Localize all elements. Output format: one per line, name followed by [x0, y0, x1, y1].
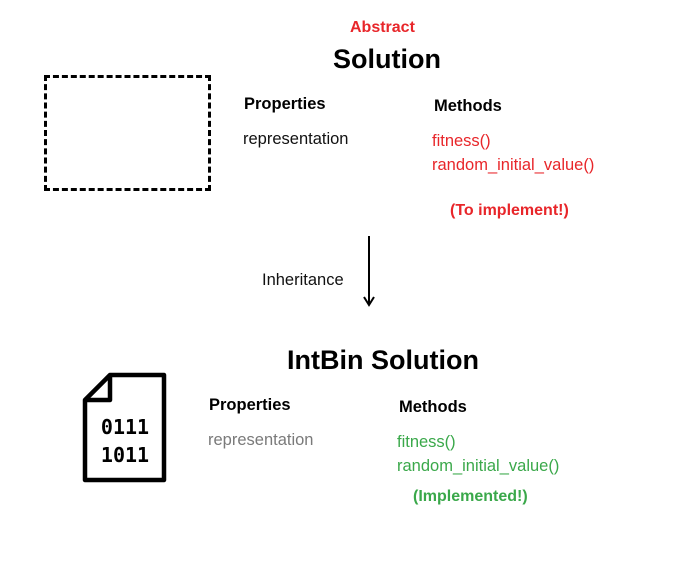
inheritance-label: Inheritance [262, 271, 344, 289]
concrete-class-title: IntBin Solution [287, 345, 479, 375]
abstract-tag: Abstract [350, 19, 415, 36]
down-arrow-icon [363, 236, 375, 307]
dashed-rectangle-icon [44, 75, 211, 191]
abstract-properties-heading: Properties [244, 95, 326, 113]
abstract-methods-heading: Methods [434, 97, 502, 115]
concrete-methods-heading: Methods [399, 398, 467, 416]
concrete-method-fitness: fitness() [397, 433, 456, 451]
abstract-method-random-initial-value: random_initial_value() [432, 156, 595, 174]
concrete-properties-heading: Properties [209, 396, 291, 414]
abstract-property-representation: representation [243, 130, 349, 148]
concrete-method-random-initial-value: random_initial_value() [397, 457, 560, 475]
abstract-methods-list: fitness() random_initial_value() [432, 129, 594, 177]
abstract-class-title: Solution [333, 44, 441, 74]
abstract-method-fitness: fitness() [432, 132, 491, 150]
abstract-note: (To implement!) [450, 202, 569, 219]
concrete-methods-list: fitness() random_initial_value() [397, 430, 559, 478]
binary-file-line-1: 0111 [101, 415, 149, 439]
concrete-note: (Implemented!) [413, 488, 528, 505]
binary-file-line-2: 1011 [101, 443, 149, 467]
binary-file-icon: 0111 1011 [82, 372, 167, 483]
concrete-property-representation: representation [208, 431, 314, 449]
